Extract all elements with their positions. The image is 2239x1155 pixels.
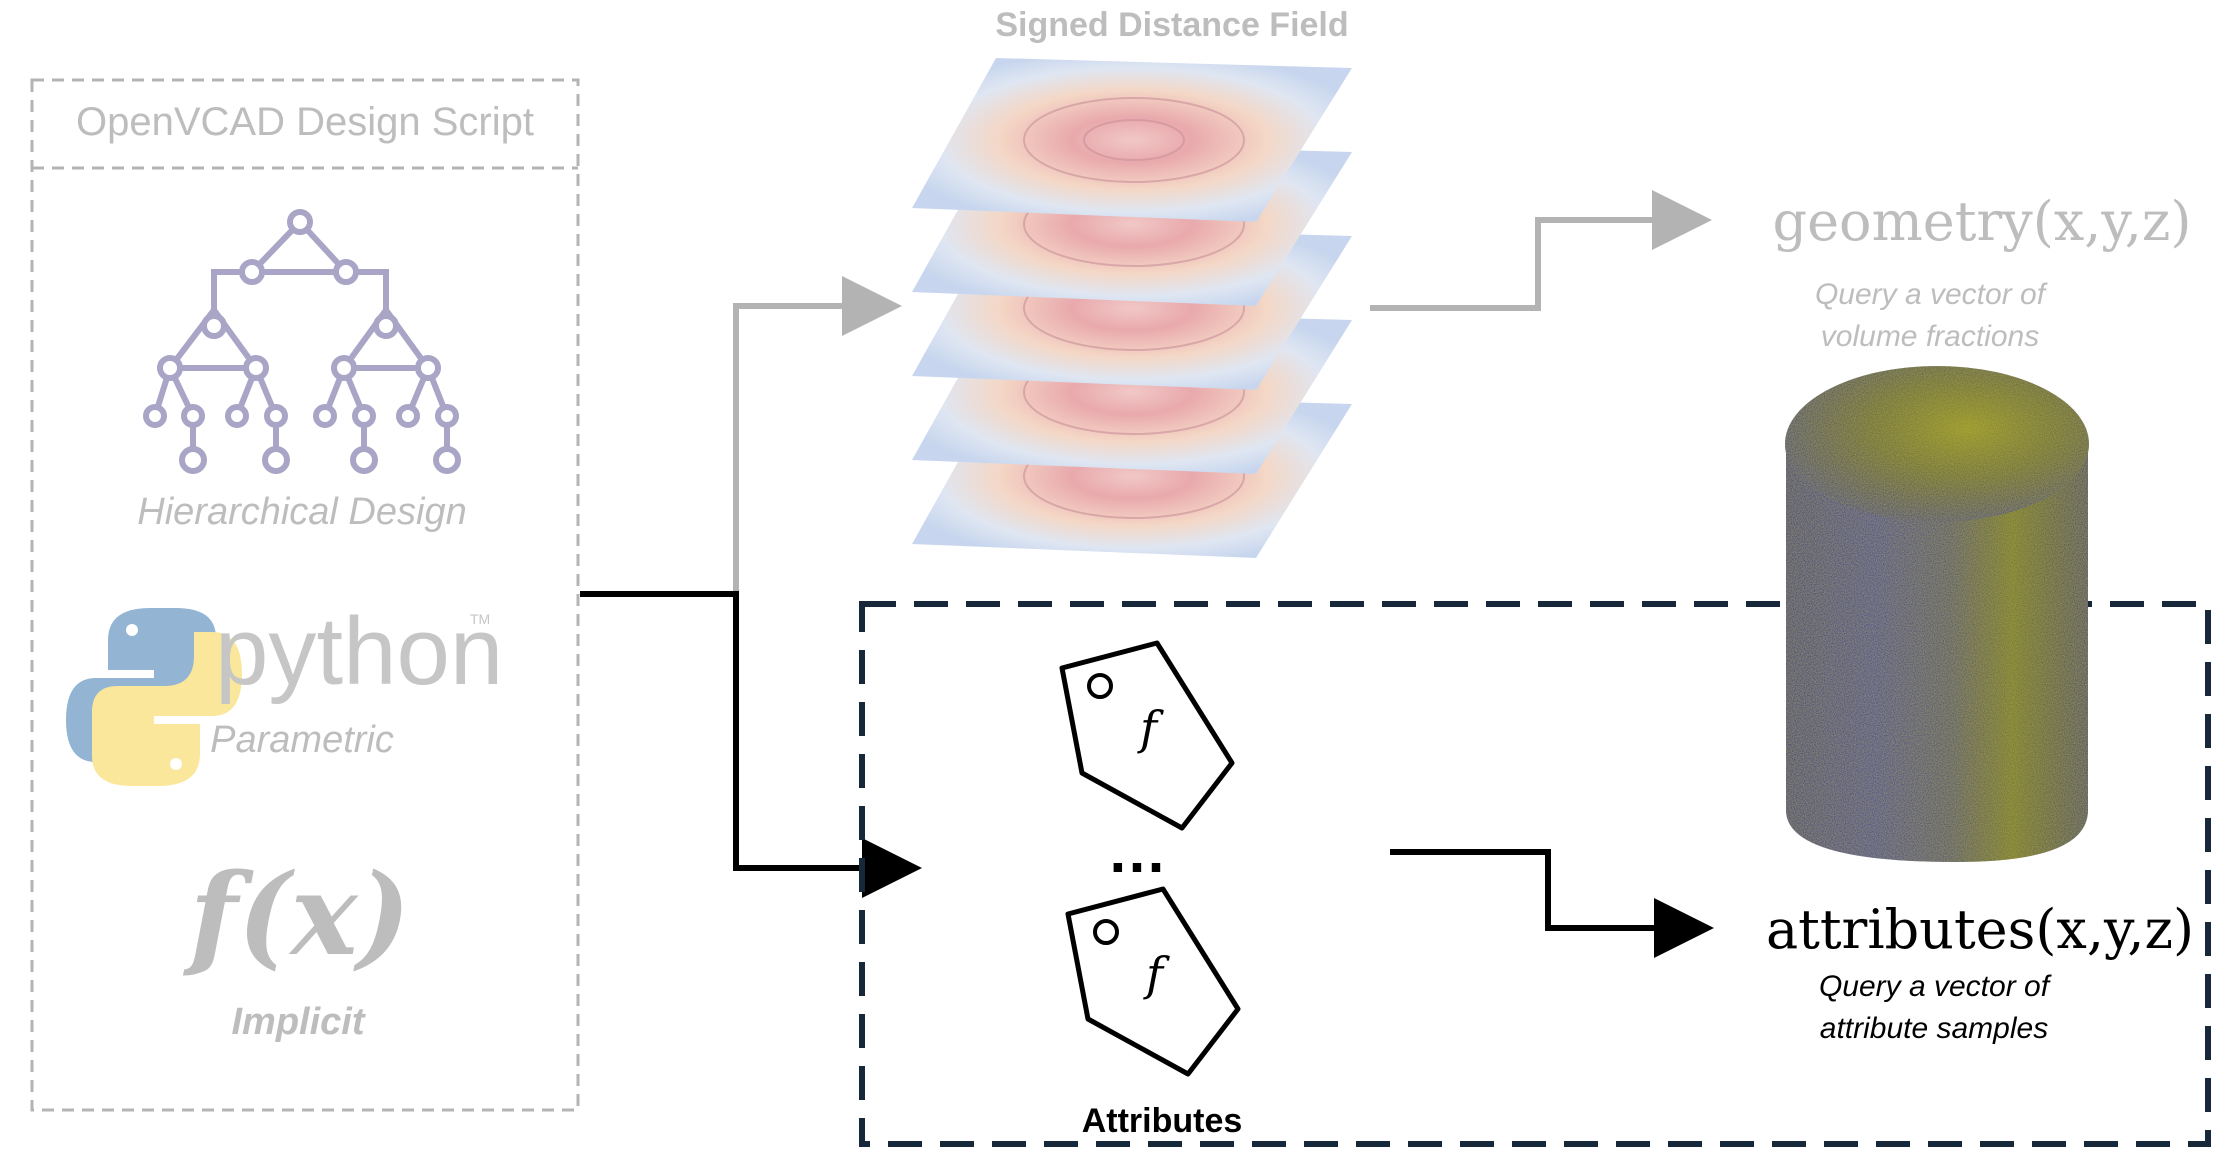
tree-icon bbox=[143, 209, 461, 474]
attributes-box bbox=[859, 601, 2211, 1147]
python-tm: TM bbox=[470, 611, 490, 627]
geometry-desc-line1: Query a vector of bbox=[1815, 278, 2048, 311]
attributes-label: Attributes bbox=[1082, 1102, 1243, 1140]
sdf-title: Signed Distance Field bbox=[995, 6, 1348, 44]
attributes-ellipsis: … bbox=[1107, 818, 1167, 885]
attributes-function: attributes(x,y,z) bbox=[1766, 898, 2194, 961]
attributes-desc-line1: Query a vector of bbox=[1819, 970, 2052, 1003]
sdf-stack: Signed Distance Field bbox=[912, 6, 1352, 558]
cylinder-render bbox=[1785, 366, 2089, 862]
python-logo-icon bbox=[66, 608, 242, 786]
sdf-slice bbox=[912, 58, 1352, 222]
python-wordmark: python bbox=[215, 598, 503, 705]
fx-label: f(x) bbox=[183, 850, 411, 981]
script-box-title: OpenVCAD Design Script bbox=[76, 100, 534, 144]
attributes-arrow bbox=[1390, 849, 1714, 958]
geometry-function: geometry(x,y,z) bbox=[1773, 190, 2192, 253]
tag-icon: f bbox=[1068, 889, 1238, 1074]
implicit-label: Implicit bbox=[231, 1001, 365, 1043]
sdf-to-geometry-arrow bbox=[1370, 190, 1712, 311]
tag-icon: f bbox=[1062, 643, 1232, 828]
geometry-desc-line2: volume fractions bbox=[1821, 320, 2039, 353]
script-connector bbox=[580, 276, 922, 898]
attributes-desc-line2: attribute samples bbox=[1820, 1012, 2048, 1045]
parametric-label: Parametric bbox=[210, 719, 394, 761]
design-script-box: OpenVCAD Design Script bbox=[30, 78, 580, 1112]
hierarchical-design-label: Hierarchical Design bbox=[137, 491, 466, 533]
